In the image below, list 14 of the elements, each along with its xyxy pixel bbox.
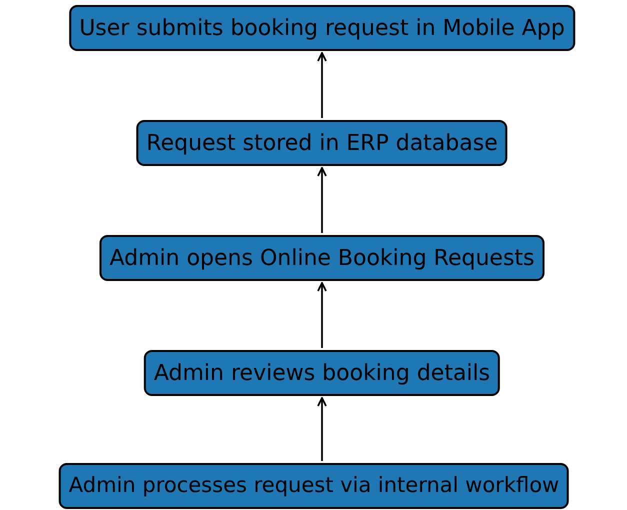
box-label: Admin opens Online Booking Requests [110,244,534,272]
box-label: Admin processes request via internal workflow [68,472,560,500]
box-label: Request stored in ERP database [146,130,498,158]
box-label: Admin reviews booking details [154,360,490,388]
process-box [136,120,508,166]
arrow [317,282,327,348]
box-label: User submits booking request in Mobile App [79,14,565,42]
process-box [69,5,575,51]
arrow [317,397,327,461]
arrow [317,52,327,118]
process-box [144,350,500,396]
arrow [317,167,327,233]
process-box [100,235,544,281]
process-box [58,463,570,509]
